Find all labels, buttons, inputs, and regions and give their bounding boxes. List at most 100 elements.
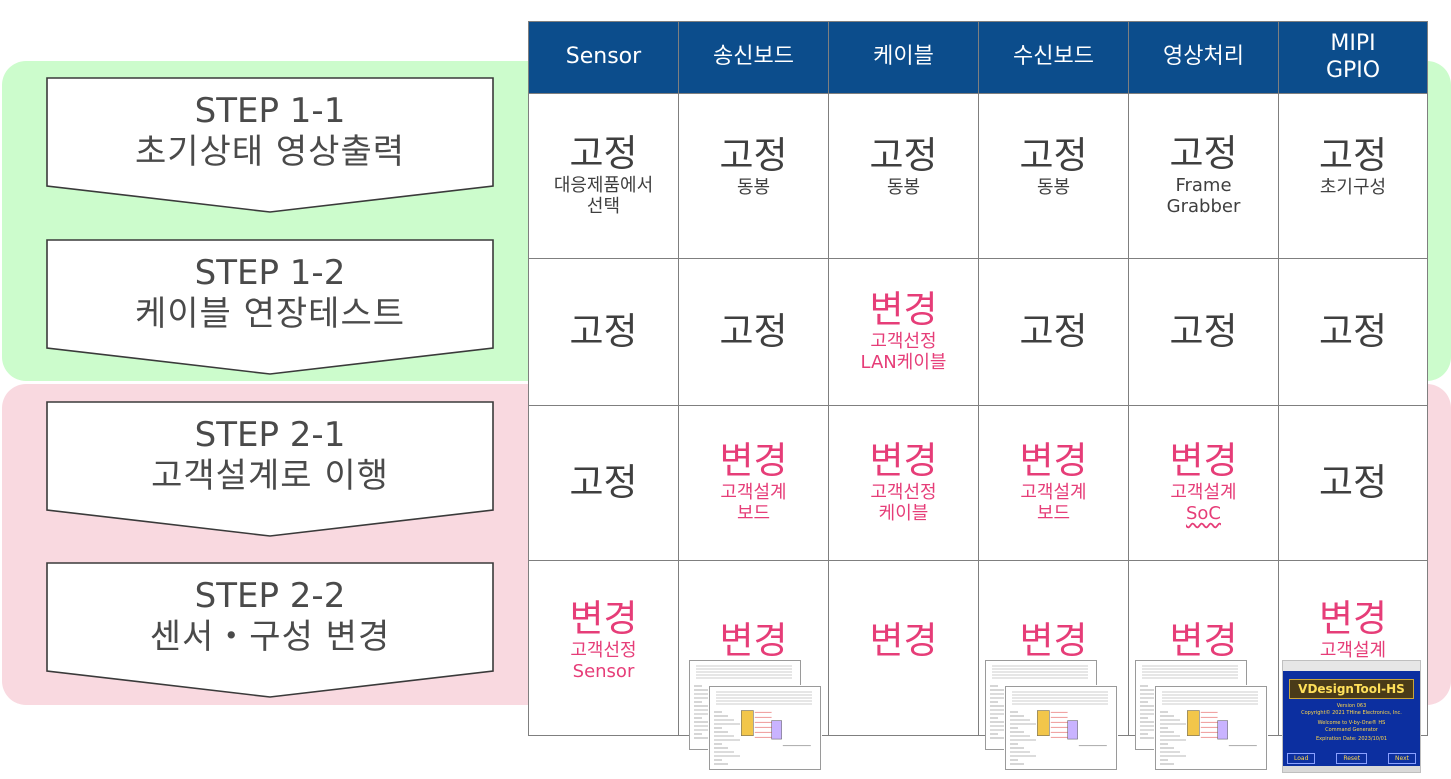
window-titlebar [1283, 661, 1420, 671]
changed-label: 변경 [869, 618, 938, 662]
fixed-label: 고정 [1169, 309, 1238, 353]
changed-label: 변경 [1318, 597, 1388, 641]
column-header: 영상처리 [1128, 21, 1279, 94]
reset-button: Reset [1336, 753, 1368, 764]
tool-line-generator: Command Generator [1325, 727, 1378, 733]
cell-note: 초기구성 [1319, 176, 1387, 198]
arrow-shape [46, 239, 494, 375]
cell-note: 고객설계 보드 [1020, 481, 1087, 525]
fixed-label: 고정 [1318, 133, 1388, 177]
changed-label: 변경 [869, 439, 938, 483]
tool-title: VDesignTool-HS [1289, 679, 1414, 699]
fixed-label: 고정 [569, 460, 638, 504]
changed-label: 변경 [719, 439, 788, 483]
step-label: STEP 2-2 [194, 575, 346, 616]
changed-label: 변경 [1169, 439, 1238, 483]
cell-note: 고객선정 Sensor [570, 639, 637, 683]
schematic-thumbnail [709, 686, 821, 770]
status-cell: 고정 [978, 258, 1129, 406]
fixed-label: 고정 [1169, 132, 1238, 176]
schematic-thumbnail [1005, 686, 1117, 770]
status-cell: 고정 [1278, 258, 1428, 406]
fixed-label: 고정 [869, 133, 938, 177]
status-cell: 고정 [1128, 258, 1279, 406]
soc-text: SoC [1185, 503, 1221, 525]
arrow-shape [46, 401, 494, 537]
fixed-label: 고정 [1318, 309, 1388, 353]
cell-note: 동봉 [736, 176, 771, 198]
schematic-drawing [714, 691, 812, 765]
step-description: 센서・구성 변경 [149, 617, 391, 657]
tool-line-welcome: Welcome to V-by-One® HS [1317, 720, 1386, 726]
arrow-shape [46, 562, 494, 698]
step-label: STEP 1-2 [194, 252, 346, 293]
step-label: STEP 1-1 [194, 90, 346, 131]
load-button: Load [1287, 753, 1316, 764]
tool-statusbar [1283, 766, 1420, 772]
cell-note: 동봉 [886, 176, 921, 198]
tool-buttons: Load Reset Next [1287, 753, 1416, 764]
column-header: 케이블 [828, 21, 979, 94]
step-label: STEP 2-1 [194, 414, 346, 455]
fixed-label: 고정 [569, 309, 638, 353]
changed-label: 변경 [1019, 439, 1088, 483]
tool-line-copyright: Copyright© 2021 THine Electronics, Inc. [1301, 710, 1402, 716]
step-description: 케이블 연장테스트 [134, 294, 406, 334]
arrow-shape [46, 77, 494, 213]
schematic-drawing [1160, 691, 1258, 765]
fixed-label: 고정 [719, 133, 788, 177]
vdesigntool-window-thumbnail: VDesignTool-HS Version 063 Copyright© 20… [1282, 660, 1421, 773]
fixed-label: 고정 [569, 132, 638, 176]
fixed-label: 고정 [1019, 133, 1088, 177]
tool-line-version: Version 063 [1336, 703, 1367, 709]
cell-note: 고객설계 SoC [1170, 481, 1237, 525]
status-cell: 고정 [528, 258, 679, 406]
changed-label: 변경 [869, 288, 938, 332]
fixed-label: 고정 [1019, 309, 1088, 353]
changed-label: 변경 [1169, 618, 1238, 662]
status-cell: 고정 [1278, 405, 1428, 561]
step-description: 고객설계로 이행 [151, 456, 389, 496]
cell-note: 대응제품에서 선택 [553, 174, 654, 218]
next-button: Next [1388, 753, 1416, 764]
changed-label: 변경 [1019, 618, 1088, 662]
changed-label: 변경 [569, 597, 638, 641]
cell-note: 동봉 [1036, 176, 1071, 198]
schematic-drawing [1010, 691, 1108, 765]
status-cell: 고정 [528, 405, 679, 561]
column-header: MIPI GPIO [1278, 21, 1428, 94]
changed-label: 변경 [719, 618, 788, 662]
fixed-label: 고정 [719, 309, 788, 353]
column-header: 수신보드 [978, 21, 1129, 94]
step-description: 초기상태 영상출력 [134, 132, 406, 172]
status-cell: 고정 [678, 258, 829, 406]
cell-note: 고객선정 LAN케이블 [860, 330, 947, 374]
schematic-thumbnail [1155, 686, 1267, 770]
cell-note: 고객설계 보드 [720, 481, 787, 525]
cell-note: 고객선정 케이블 [870, 481, 937, 525]
column-header: 송신보드 [678, 21, 829, 94]
column-header: Sensor [528, 21, 679, 94]
status-cell: 변경 [828, 560, 979, 736]
fixed-label: 고정 [1318, 460, 1388, 504]
cell-note: Frame Grabber [1166, 174, 1241, 218]
